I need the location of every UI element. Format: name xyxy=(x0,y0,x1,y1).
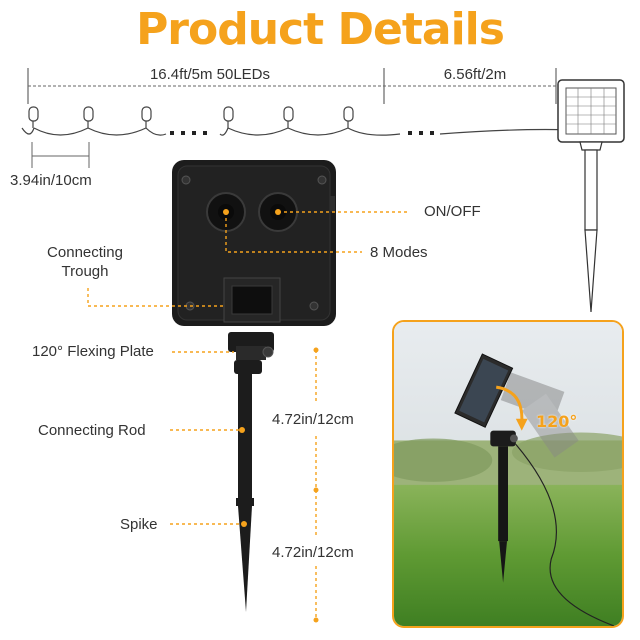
stake-assembly xyxy=(228,332,274,612)
led-bulbs xyxy=(28,106,354,122)
string-length-label: 16.4ft/5m 50LEDs xyxy=(149,66,271,83)
on-off-label: ON/OFF xyxy=(424,203,481,220)
spike-label: Spike xyxy=(120,516,158,533)
page-title: Product Details xyxy=(136,4,505,55)
rotation-angle-label: 120° xyxy=(536,412,578,431)
continuation-dots xyxy=(170,131,434,135)
rod-length-label: 4.72in/12cm xyxy=(272,411,354,428)
trough-label-line1: Connecting xyxy=(47,244,123,261)
callout-leaders xyxy=(87,211,410,525)
led-string-wire xyxy=(21,127,575,136)
led-spacing-label: 3.94in/10cm xyxy=(10,172,92,189)
trough-label-line2: Trough xyxy=(61,263,109,280)
rod-label: Connecting Rod xyxy=(38,422,146,439)
lead-length-label: 6.56ft/2m xyxy=(443,66,507,83)
modes-label: 8 Modes xyxy=(370,244,428,261)
control-box xyxy=(172,160,336,326)
flex-plate-label: 120° Flexing Plate xyxy=(32,343,154,360)
spike-length-label: 4.72in/12cm xyxy=(272,544,354,561)
lawn-photo: 120° xyxy=(392,320,624,628)
small-solar-panel xyxy=(557,79,625,313)
